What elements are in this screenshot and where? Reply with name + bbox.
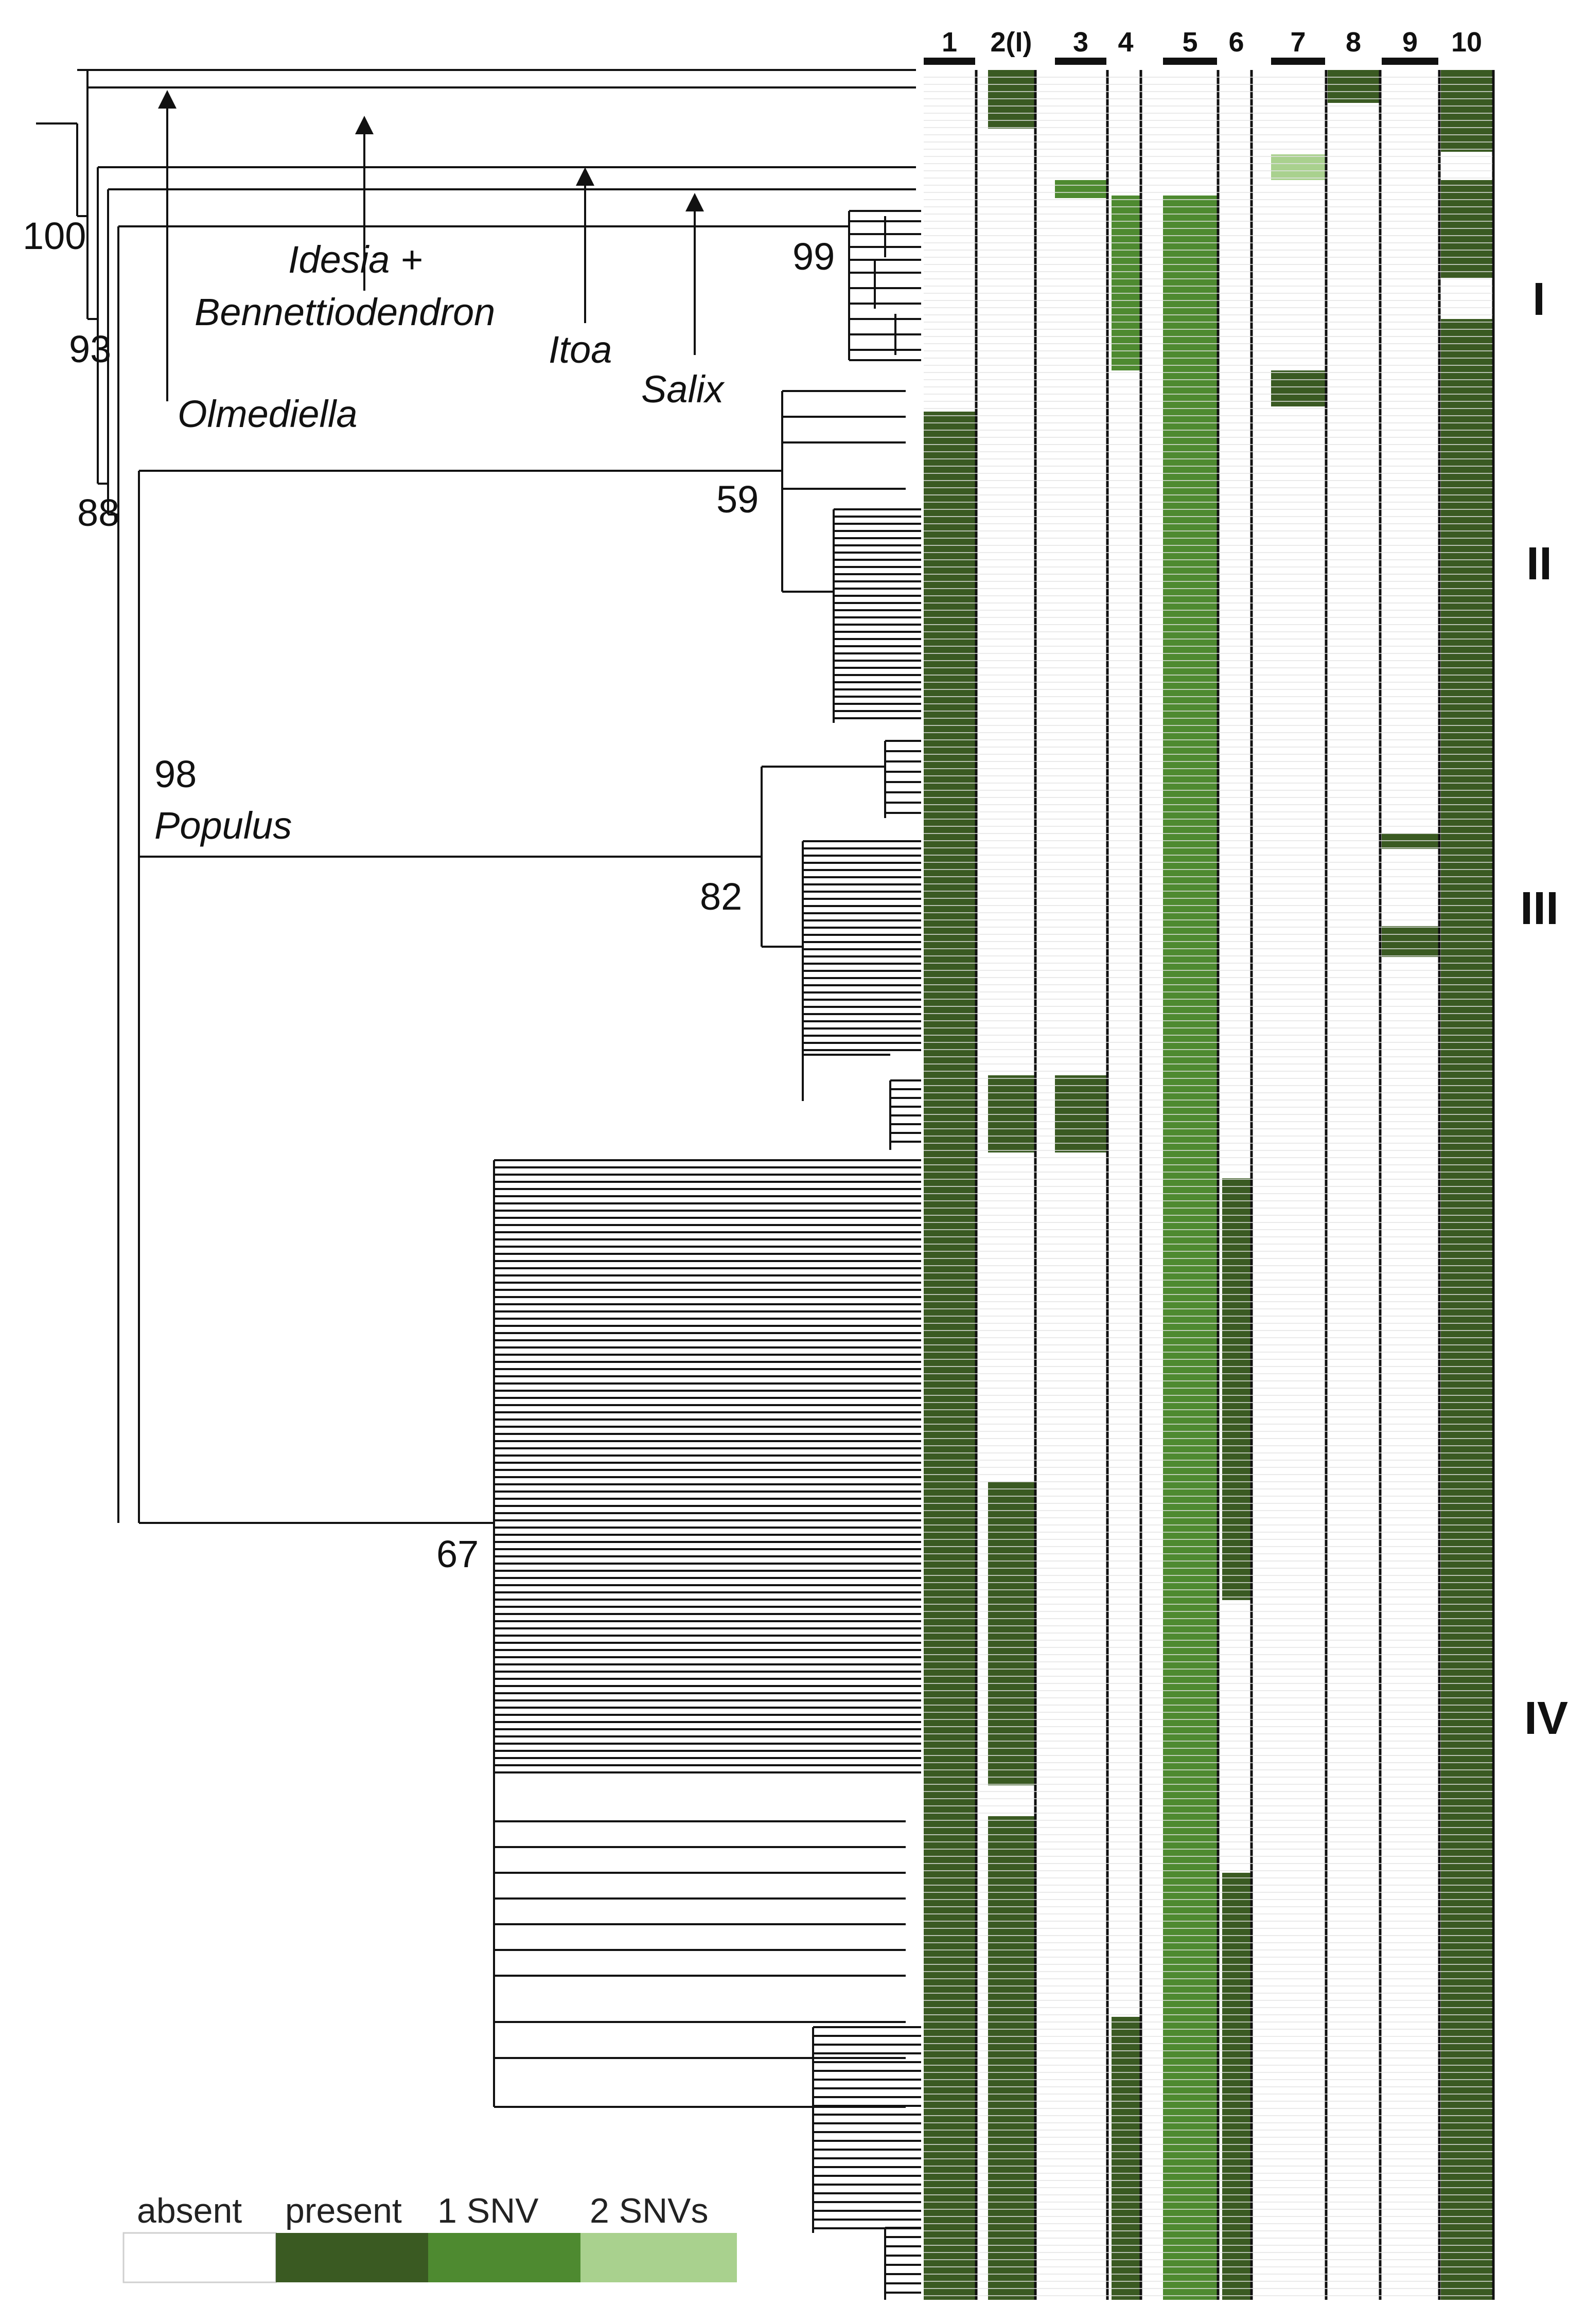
arrow-olmediella-head <box>158 90 177 109</box>
matrix-column-2-segment-3 <box>988 1785 1034 1816</box>
matrix-column-10-segment-2 <box>1441 278 1492 319</box>
label-idesia: Idesia + <box>288 238 422 281</box>
legend-label-present: present <box>285 2191 402 2230</box>
matrix-column-9-segment-2 <box>1382 849 1438 926</box>
column-header-6: 6 <box>1228 27 1244 58</box>
matrix-column-5-segment-1 <box>1163 70 1217 196</box>
bootstrap-clade-i: 99 <box>792 235 835 278</box>
label-olmediella: Olmediella <box>178 393 358 435</box>
legend-label-1snv: 1 SNV <box>437 2191 539 2230</box>
legend: absent present 1 SNV 2 SNVs <box>122 2191 737 2283</box>
bootstrap-clade-iii: 82 <box>700 875 742 918</box>
outgroup-branch-b <box>87 86 916 320</box>
matrix-column-9 <box>1382 70 1441 2300</box>
matrix-column-4 <box>1112 70 1142 2300</box>
label-itoa: Itoa <box>549 328 612 371</box>
matrix-column-5 <box>1163 70 1220 2300</box>
bootstrap-node-3: 88 <box>77 491 119 534</box>
bootstrap-root: 100 <box>23 215 86 257</box>
column-header-bar-3 <box>1055 58 1106 65</box>
phylogenetic-tree <box>36 69 921 2300</box>
matrix-column-7-segment-2 <box>1271 406 1325 2300</box>
matrix-column-6 <box>1222 70 1253 2300</box>
label-salix: Salix <box>641 368 725 411</box>
matrix-column-5-segment-2 <box>1163 196 1217 2300</box>
bootstrap-clade-ii: 59 <box>716 478 759 521</box>
legend-swatch-1snv <box>428 2233 580 2282</box>
column-header-bar-5 <box>1163 58 1217 65</box>
arrow-salix-head <box>685 193 704 211</box>
matrix-column-6-segment-1 <box>1222 70 1250 1178</box>
outgroup-branch-a <box>77 69 916 319</box>
column-header-8: 8 <box>1346 27 1361 58</box>
column-header-9: 9 <box>1402 27 1418 58</box>
clade-label-ii: II <box>1526 538 1552 590</box>
clade-ii-node <box>781 390 906 592</box>
matrix-row-lines <box>924 77 1492 2296</box>
clade-label-iii: III <box>1520 883 1559 934</box>
clade-iii-node <box>761 766 885 948</box>
matrix-column-8 <box>1328 70 1382 2300</box>
clade-iii-sub-c <box>803 1054 891 1150</box>
matrix-column-1 <box>924 70 978 2300</box>
matrix-column-7-segment-1 <box>1271 70 1325 370</box>
matrix-column-3-segment-3 <box>1055 180 1106 198</box>
matrix-column-1-segment-1 <box>924 70 975 412</box>
bootstrap-clade-iv: 67 <box>436 1533 479 1575</box>
outgroup-arrows <box>158 90 704 401</box>
ingroup-stem <box>117 225 849 1523</box>
column-header-1: 1 <box>942 27 957 58</box>
column-header-10: 10 <box>1451 27 1482 58</box>
clade-label-iv: IV <box>1524 1693 1568 1744</box>
column-header-bar-7 <box>1271 58 1325 65</box>
matrix-column-3-segment-2 <box>1055 1152 1106 2300</box>
column-header-5: 5 <box>1182 27 1197 58</box>
matrix-column-10 <box>1441 70 1495 2300</box>
arrow-idesia-head <box>355 116 374 134</box>
legend-swatch-absent <box>122 2232 277 2283</box>
label-populus: Populus <box>154 804 292 847</box>
legend-swatch-2snvs <box>580 2233 737 2282</box>
outgroup-branch-d <box>107 188 916 515</box>
legend-swatch-present <box>276 2233 428 2282</box>
legend-label-2snvs: 2 SNVs <box>590 2191 709 2230</box>
matrix-column-6-segment-2 <box>1222 1600 1250 1873</box>
label-bennettiodendron: Bennettiodendron <box>195 291 495 333</box>
column-header-bar-1 <box>924 58 975 65</box>
clade-i-subnodes <box>874 216 896 355</box>
clade-label-i: I <box>1532 274 1545 325</box>
matrix-column-2-segment-1 <box>988 129 1034 1075</box>
matrix-column-10-segment-0 <box>1441 70 1492 2300</box>
clade-ii-subnode <box>782 509 835 723</box>
matrix-column-7-segment-3 <box>1271 154 1325 180</box>
matrix-column-9-segment-3 <box>1382 957 1438 2300</box>
presence-matrix <box>924 70 1495 2300</box>
column-header-3: 3 <box>1073 27 1088 58</box>
column-header-2: 2(I) <box>991 27 1032 58</box>
column-header-4: 4 <box>1118 27 1133 58</box>
column-header-bar-9 <box>1382 58 1438 65</box>
matrix-column-8-segment-1 <box>1328 103 1379 2300</box>
bootstrap-populus: 98 <box>154 753 197 795</box>
matrix-column-4-segment-2 <box>1112 196 1140 370</box>
bootstrap-node-2: 93 <box>69 328 111 370</box>
matrix-column-2 <box>988 70 1037 2300</box>
column-header-7: 7 <box>1290 27 1306 58</box>
matrix-column-3 <box>1055 70 1109 2300</box>
outgroup-branch-c <box>97 166 916 485</box>
matrix-column-2-segment-2 <box>988 1152 1034 1482</box>
legend-label-absent: absent <box>137 2191 242 2230</box>
matrix-column-7 <box>1271 70 1328 2300</box>
matrix-column-3-segment-1 <box>1055 70 1106 1075</box>
arrow-itoa-head <box>576 167 594 186</box>
